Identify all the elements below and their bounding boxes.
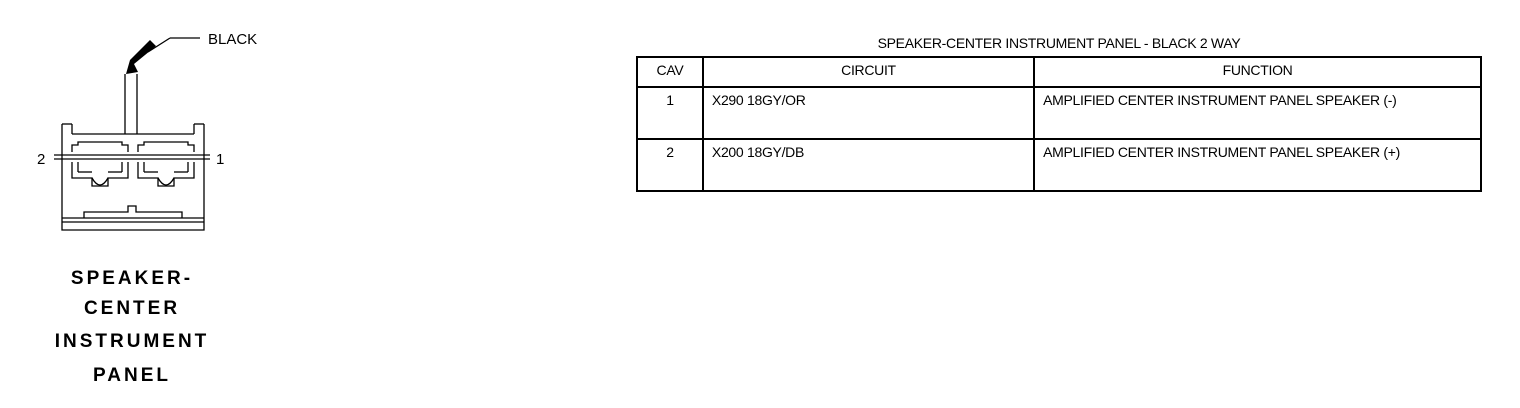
cavity-1-terminal: [137, 141, 195, 187]
connector-housing: [54, 123, 210, 231]
cav-cell: 2: [636, 138, 704, 192]
function-cell: AMPLIFIED CENTER INSTRUMENT PANEL SPEAKE…: [1033, 86, 1482, 140]
cav-cell: 1: [636, 86, 704, 140]
pin-2-label: 2: [37, 151, 45, 168]
wire-leader-arrowhead: [126, 40, 156, 74]
table-row: 1 X290 18GY/OR AMPLIFIED CENTER INSTRUME…: [636, 86, 1482, 140]
wire-leader-diagonal: [147, 37, 171, 53]
connector-name-line-1: SPEAKER-: [71, 268, 193, 289]
connector-name-line-3: INSTRUMENT: [55, 331, 210, 352]
cavity-2-terminal: [71, 141, 129, 187]
connector-name-line-2: CENTER: [84, 298, 180, 319]
pin-1-label: 1: [216, 151, 224, 168]
column-header-cav: CAV: [636, 56, 704, 88]
connector-name-line-4: PANEL: [93, 365, 171, 386]
connector-diagram: BLACK 2 1 SP: [37, 31, 257, 386]
circuit-cell: X200 18GY/DB: [701, 138, 1036, 192]
table-row: 2 X200 18GY/DB AMPLIFIED CENTER INSTRUME…: [636, 138, 1482, 192]
pinout-table-section: SPEAKER-CENTER INSTRUMENT PANEL - BLACK …: [636, 32, 1482, 192]
pinout-table-title: SPEAKER-CENTER INSTRUMENT PANEL - BLACK …: [877, 35, 1241, 51]
function-cell: AMPLIFIED CENTER INSTRUMENT PANEL SPEAKE…: [1033, 138, 1482, 192]
pinout-table: CAV CIRCUIT FUNCTION 1 X290 18GY/OR AMPL…: [636, 56, 1482, 192]
circuit-cell: X290 18GY/OR: [701, 86, 1036, 140]
column-header-function: FUNCTION: [1033, 56, 1482, 88]
table-header-row: CAV CIRCUIT FUNCTION: [636, 56, 1482, 88]
column-header-circuit: CIRCUIT: [701, 56, 1036, 88]
wire-color-label: BLACK: [208, 31, 257, 48]
